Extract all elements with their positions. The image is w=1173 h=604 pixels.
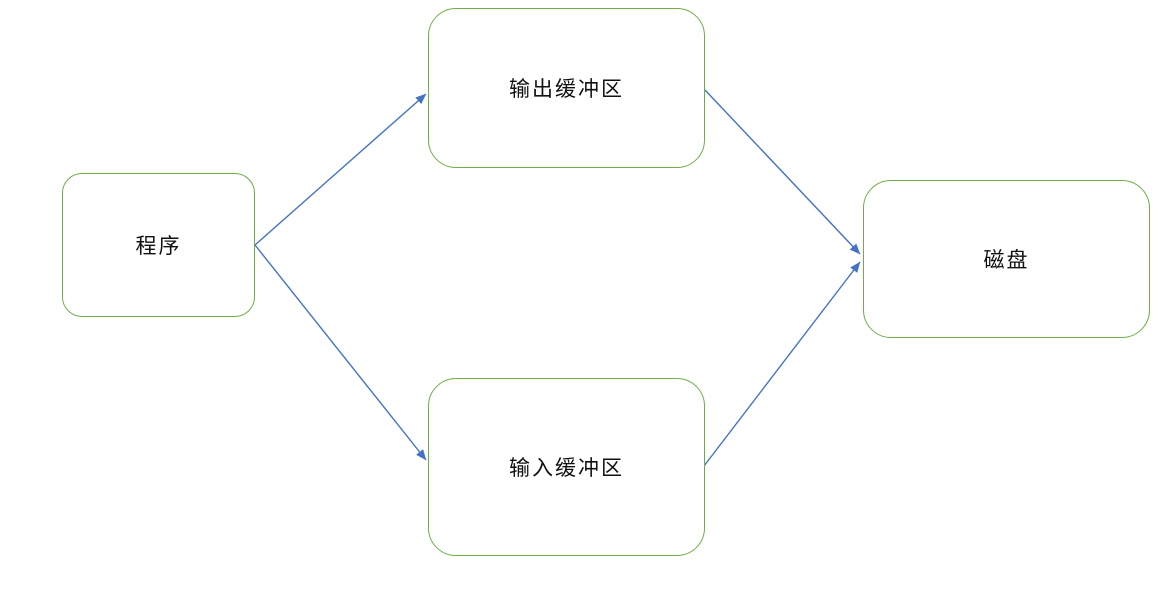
node-input-buffer-label: 输入缓冲区 xyxy=(509,457,624,480)
edge-program-to-input-buffer xyxy=(254,244,427,461)
node-output-buffer: 输出缓冲区 xyxy=(428,8,705,168)
edge-input-buffer-to-disk xyxy=(703,261,861,467)
edge-program-to-output-buffer xyxy=(254,93,427,246)
node-input-buffer: 输入缓冲区 xyxy=(428,378,705,556)
node-output-buffer-label: 输出缓冲区 xyxy=(509,78,624,101)
node-program: 程序 xyxy=(62,173,255,317)
edge-output-buffer-to-disk xyxy=(704,89,861,255)
node-disk: 磁盘 xyxy=(863,180,1150,338)
node-program-label: 程序 xyxy=(135,235,182,258)
node-disk-label: 磁盘 xyxy=(983,249,1030,272)
